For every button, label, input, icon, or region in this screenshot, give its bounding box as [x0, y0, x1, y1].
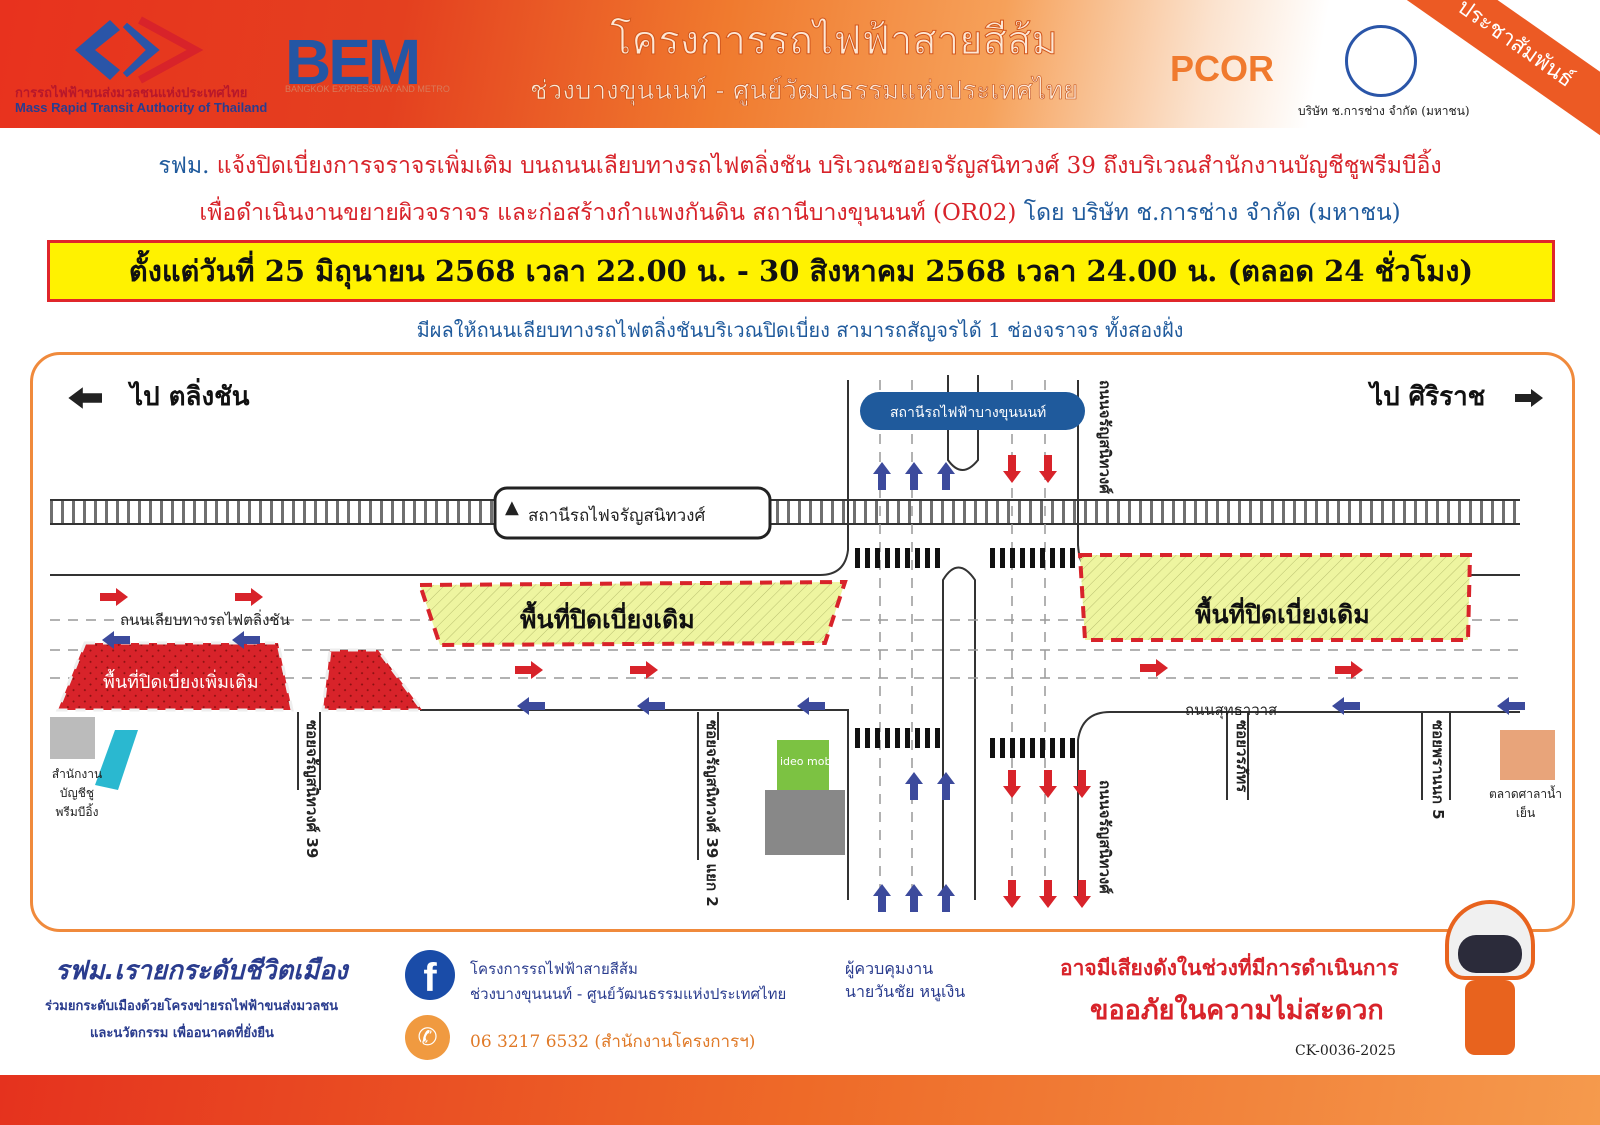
phone-icon: ✆ [405, 1015, 450, 1060]
mrta-name-th: การรถไฟฟ้าขนส่งมวลชนแห่งประเทศไทย [15, 85, 248, 100]
soi-worapat-label: ซอยวรภัทร [1233, 720, 1251, 793]
mrta-abbrev: รฟม. [158, 153, 210, 179]
direction-arrows [68, 387, 1543, 409]
noise-warning: อาจมีเสียงดังในช่วงที่มีการดำเนินการ [1060, 956, 1399, 980]
phone-number: 06 3217 6532 (สำนักงานโครงการฯ) [470, 1032, 756, 1052]
additional-closure-right [321, 648, 425, 712]
charan-road-label-top: ถนนจรัญสนิทวงศ์ [1096, 380, 1114, 494]
soi-pranok-5-label: ซอยพรานนก 5 [1429, 720, 1447, 820]
crosswalks [855, 548, 1075, 758]
pcor-logo: PCOR [1170, 48, 1275, 89]
office-entrance [95, 730, 138, 790]
mrta-name-en: Mass Rapid Transit Authority of Thailand [15, 100, 268, 115]
soi-39-2-label: ซอยจรัญสนิทวงศ์ 39 แยก 2 [703, 720, 721, 907]
sukhawat-road-label: ถนนสุทธาวาส [1185, 701, 1278, 719]
effect-note: มีผลให้ถนนเลียบทางรถไฟตลิ่งชันบริเวณปิดเ… [416, 318, 1184, 342]
rail-road-label: ถนนเลียบทางรถไฟตลิ่งชัน [120, 611, 290, 629]
notice-contractor: โดย บริษัท ช.การช่าง จำกัด (มหาชน) [1023, 200, 1401, 226]
header-banner: การรถไฟฟ้าขนส่งมวลชนแห่งประเทศไทย Mass R… [0, 0, 1600, 137]
notice-line-1: รฟม. แจ้งปิดเบี่ยงการจราจรเพิ่มเติม บนถน… [0, 148, 1600, 184]
ideo-label: ideo mobi [780, 755, 835, 768]
supervisor-label: ผู้ควบคุมงาน [845, 959, 934, 978]
project-title: โครงการรถไฟฟ้าสายสีส้ม [610, 18, 1059, 65]
bem-subtitle: BANGKOK EXPRESSWAY AND METRO [285, 84, 450, 94]
additional-closure-left [55, 641, 294, 712]
existing-closure-right [1077, 553, 1473, 642]
railway-track [50, 499, 1520, 525]
notice-text-1: แจ้งปิดเบี่ยงการจราจรเพิ่มเติม บนถนนเลีย… [216, 153, 1442, 179]
existing-closure-left [417, 579, 848, 648]
mrt-station-badge [860, 392, 1085, 430]
facebook-page-line2[interactable]: ช่วงบางขุนนนท์ - ศูนย์วัฒนธรรมแห่งประเทศ… [470, 985, 787, 1003]
charan-road-label-bottom: ถนนจรัญสนิทวงศ์ [1096, 780, 1114, 894]
existing-closure-label-left: พื้นที่ปิดเบี่ยงเดิม [520, 605, 695, 634]
rail-logo-icon: ▲ [505, 497, 519, 518]
market-label: ตลาดศาลาน้ำเย็น [1488, 787, 1563, 820]
facebook-icon[interactable]: f [405, 950, 455, 1000]
direction-siriraj: ไป ศิริราช [1370, 382, 1486, 412]
market-icon [1500, 730, 1555, 780]
bem-logo: BEM [285, 26, 421, 98]
supervisor-name: นายวันชัย หนูเงิน [845, 982, 966, 1001]
notice-text-2: เพื่อดำเนินงานขยายผิวจราจร และก่อสร้างกำ… [199, 200, 1017, 226]
footer-slogan: รฟม.เรายกระดับชีวิตเมือง [55, 956, 348, 986]
facebook-page-line1[interactable]: โครงการรถไฟฟ้าสายสีส้ม [470, 960, 638, 978]
rail-station-label: สถานีรถไฟจรัญสนิทวงศ์ [528, 506, 706, 526]
existing-closure-label-right: พื้นที่ปิดเบี่ยงเดิม [1195, 600, 1370, 629]
document-code: CK-0036-2025 [1295, 1043, 1396, 1059]
closure-period: ตั้งแต่วันที่ 25 มิถุนายน 2568 เวลา 22.0… [47, 240, 1555, 302]
mascot-icon [1440, 900, 1540, 1065]
additional-closure-label: พื้นที่ปิดเบี่ยงเพิ่มเติม [103, 672, 259, 693]
direction-taling-chan: ไป ตลิ่งชัน [130, 382, 250, 412]
footer-bar [0, 1075, 1600, 1125]
rail-station-badge [493, 486, 772, 540]
traffic-map [30, 352, 1575, 932]
footer-slogan-sub2: และนวัตกรรม เพื่ออนาคตที่ยั่งยืน [90, 1026, 274, 1041]
footer-slogan-sub1: ร่วมยกระดับเมืองด้วยโครงข่ายรถไฟฟ้าขนส่ง… [45, 999, 339, 1014]
ideo-logo-icon [777, 740, 829, 790]
condo-building-icon [765, 790, 845, 855]
project-subtitle: ช่วงบางขุนนนท์ - ศูนย์วัฒนธรรมแห่งประเทศ… [530, 76, 1079, 107]
ck-logo-icon [1345, 25, 1417, 97]
office-building-icon [50, 717, 95, 759]
mrt-station-label: สถานีรถไฟฟ้าบางขุนนนท์ [890, 405, 1047, 421]
apology-text: ขออภัยในความไม่สะดวก [1090, 995, 1384, 1026]
ck-company-name: บริษัท ช.การช่าง จำกัด (มหาชน) [1298, 104, 1470, 118]
soi-39-label: ซอยจรัญสนิทวงศ์ 39 [303, 720, 321, 859]
office-label: สำนักงานบัญชีชูพรีมบีอิ้ง [51, 767, 103, 819]
mrta-logo-icon [75, 16, 204, 84]
notice-line-2: เพื่อดำเนินงานขยายผิวจราจร และก่อสร้างกำ… [0, 195, 1600, 231]
